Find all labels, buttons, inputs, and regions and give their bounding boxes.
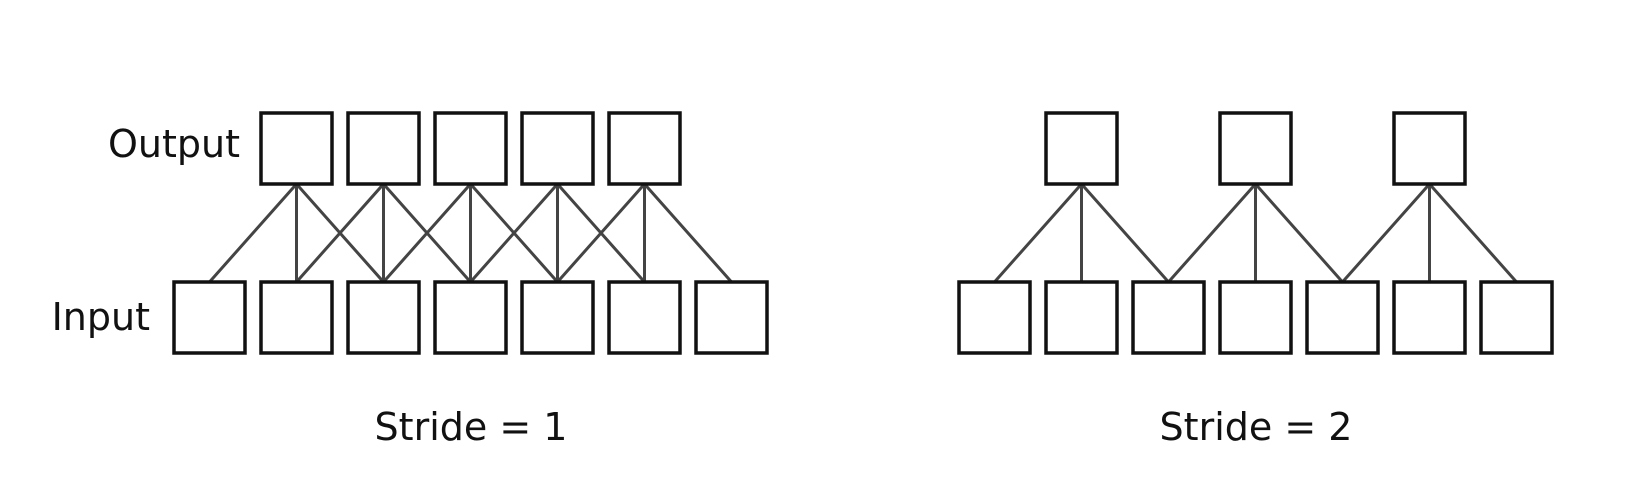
input-cell — [957, 280, 1032, 355]
output-cell — [607, 111, 682, 186]
panel-stride-1: Output Input Stride = 1 — [52, 111, 769, 449]
panel-stride-2: Stride = 2 — [957, 111, 1554, 449]
output-cell — [259, 111, 334, 186]
connection-line — [1428, 182, 1518, 284]
connections — [208, 182, 733, 284]
output-cell — [1392, 111, 1467, 186]
input-cell — [1218, 280, 1293, 355]
input-cell — [520, 280, 595, 355]
cells — [957, 111, 1554, 355]
output-cell — [1044, 111, 1119, 186]
connection-line — [208, 182, 298, 284]
connection-line — [1254, 182, 1344, 284]
input-cell — [1131, 280, 1206, 355]
connection-line — [993, 182, 1083, 284]
panel-caption: Stride = 2 — [1160, 405, 1353, 449]
input-cell — [346, 280, 421, 355]
connection-line — [295, 182, 385, 284]
input-cell — [1479, 280, 1554, 355]
output-cell — [433, 111, 508, 186]
output-row-label: Output — [108, 122, 240, 166]
input-cell — [1305, 280, 1380, 355]
input-cell — [433, 280, 508, 355]
input-cell — [694, 280, 769, 355]
cells — [172, 111, 769, 355]
connection-line — [1167, 182, 1257, 284]
connection-line — [643, 182, 733, 284]
output-cell — [1218, 111, 1293, 186]
input-row-label: Input — [52, 295, 150, 339]
input-cell — [1392, 280, 1467, 355]
connection-line — [1080, 182, 1170, 284]
input-cell — [172, 280, 247, 355]
input-cell — [1044, 280, 1119, 355]
input-cell — [259, 280, 334, 355]
panel-caption: Stride = 1 — [375, 405, 568, 449]
connection-line — [469, 182, 559, 284]
connection-line — [382, 182, 472, 284]
output-cell — [520, 111, 595, 186]
input-cell — [607, 280, 682, 355]
connection-line — [556, 182, 646, 284]
output-cell — [346, 111, 421, 186]
connections — [993, 182, 1518, 284]
connection-line — [1341, 182, 1431, 284]
